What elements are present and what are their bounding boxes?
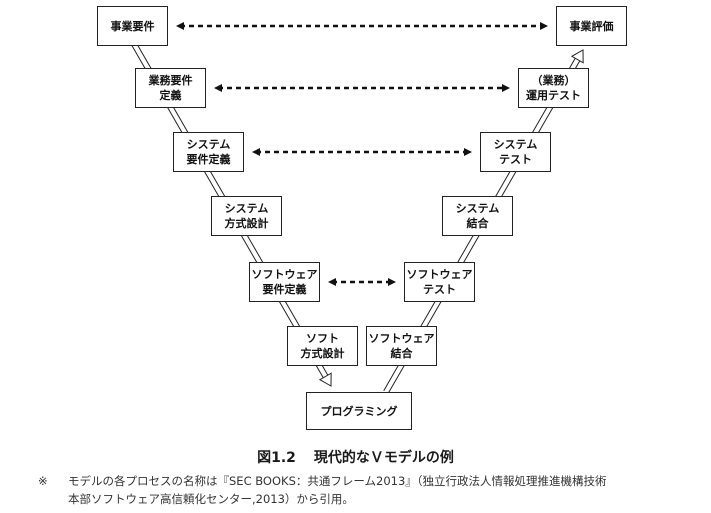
- process-box-label: 運用テスト: [526, 89, 581, 102]
- process-box-label: システム: [455, 202, 500, 215]
- process-box-label: 事業評価: [569, 19, 614, 33]
- process-box-label: システム: [186, 138, 231, 151]
- process-box-label: （業務）: [531, 74, 576, 87]
- process-box-soft-houshiki: ソフト方式設計: [287, 326, 358, 366]
- note-mark: ※: [38, 474, 48, 488]
- process-box-label: 方式設計: [300, 347, 345, 360]
- figure-caption: 図1.2 現代的なＶモデルの例: [0, 447, 711, 467]
- process-box-label: 結合: [466, 217, 489, 230]
- process-box-label: 要件定義: [186, 153, 231, 166]
- process-box-unyou-test: （業務） 運用テスト: [518, 68, 589, 108]
- process-box-label: システム: [493, 138, 538, 151]
- process-box-soft-ketsugou: ソフトウェア結合: [366, 326, 437, 366]
- process-box-soft-test: ソフトウェアテスト: [404, 262, 475, 302]
- process-box-system-ketsugou: システム結合: [442, 196, 513, 236]
- process-box-system-houshiki: システム方式設計: [211, 196, 282, 236]
- process-box-label: ソフトウェア: [251, 268, 318, 281]
- process-box-label: テスト: [423, 283, 456, 296]
- process-box-label: 事業要件: [110, 19, 155, 33]
- process-box-label: テスト: [499, 153, 532, 166]
- figure-number: 図1.2: [257, 450, 296, 466]
- figure-title: 現代的なＶモデルの例: [313, 450, 454, 466]
- process-box-soft-youken: ソフトウェア要件定義: [249, 262, 320, 302]
- v-model-connectors: [131, 22, 584, 394]
- process-box-label: ソフト: [306, 332, 339, 345]
- process-box-label: プログラミング: [320, 404, 398, 418]
- process-box-jigyou-hyouka: 事業評価: [556, 6, 627, 46]
- process-box-jigyou-youken: 事業要件: [97, 6, 168, 46]
- process-box-programming: プログラミング: [306, 392, 412, 430]
- process-box-label: 方式設計: [224, 217, 269, 230]
- process-box-gyoumu-youken: 業務要件定義: [135, 68, 206, 108]
- v-model-diagram: 事業要件業務要件定義システム要件定義システム方式設計ソフトウェア要件定義ソフト方…: [97, 6, 627, 430]
- process-box-label: ソフトウェア: [368, 332, 435, 345]
- source-note: ※ モデルの各プロセスの名称は『SEC BOOKS：共通フレーム2013』（独立…: [38, 472, 607, 508]
- note-line-2: 本部ソフトウェア高信頼化センター,2013）から引用。: [68, 492, 354, 506]
- process-box-label: 定義: [159, 89, 182, 102]
- process-box-label: システム: [224, 202, 269, 215]
- note-line-1: モデルの各プロセスの名称は『SEC BOOKS：共通フレーム2013』（独立行政…: [68, 474, 607, 488]
- process-box-label: 要件定義: [262, 283, 307, 296]
- process-box-label: 結合: [390, 347, 413, 360]
- process-box-system-youken: システム要件定義: [173, 132, 244, 172]
- process-box-label: 業務要件: [148, 74, 193, 87]
- process-box-label: ソフトウェア: [406, 268, 473, 281]
- process-box-system-test: システムテスト: [480, 132, 551, 172]
